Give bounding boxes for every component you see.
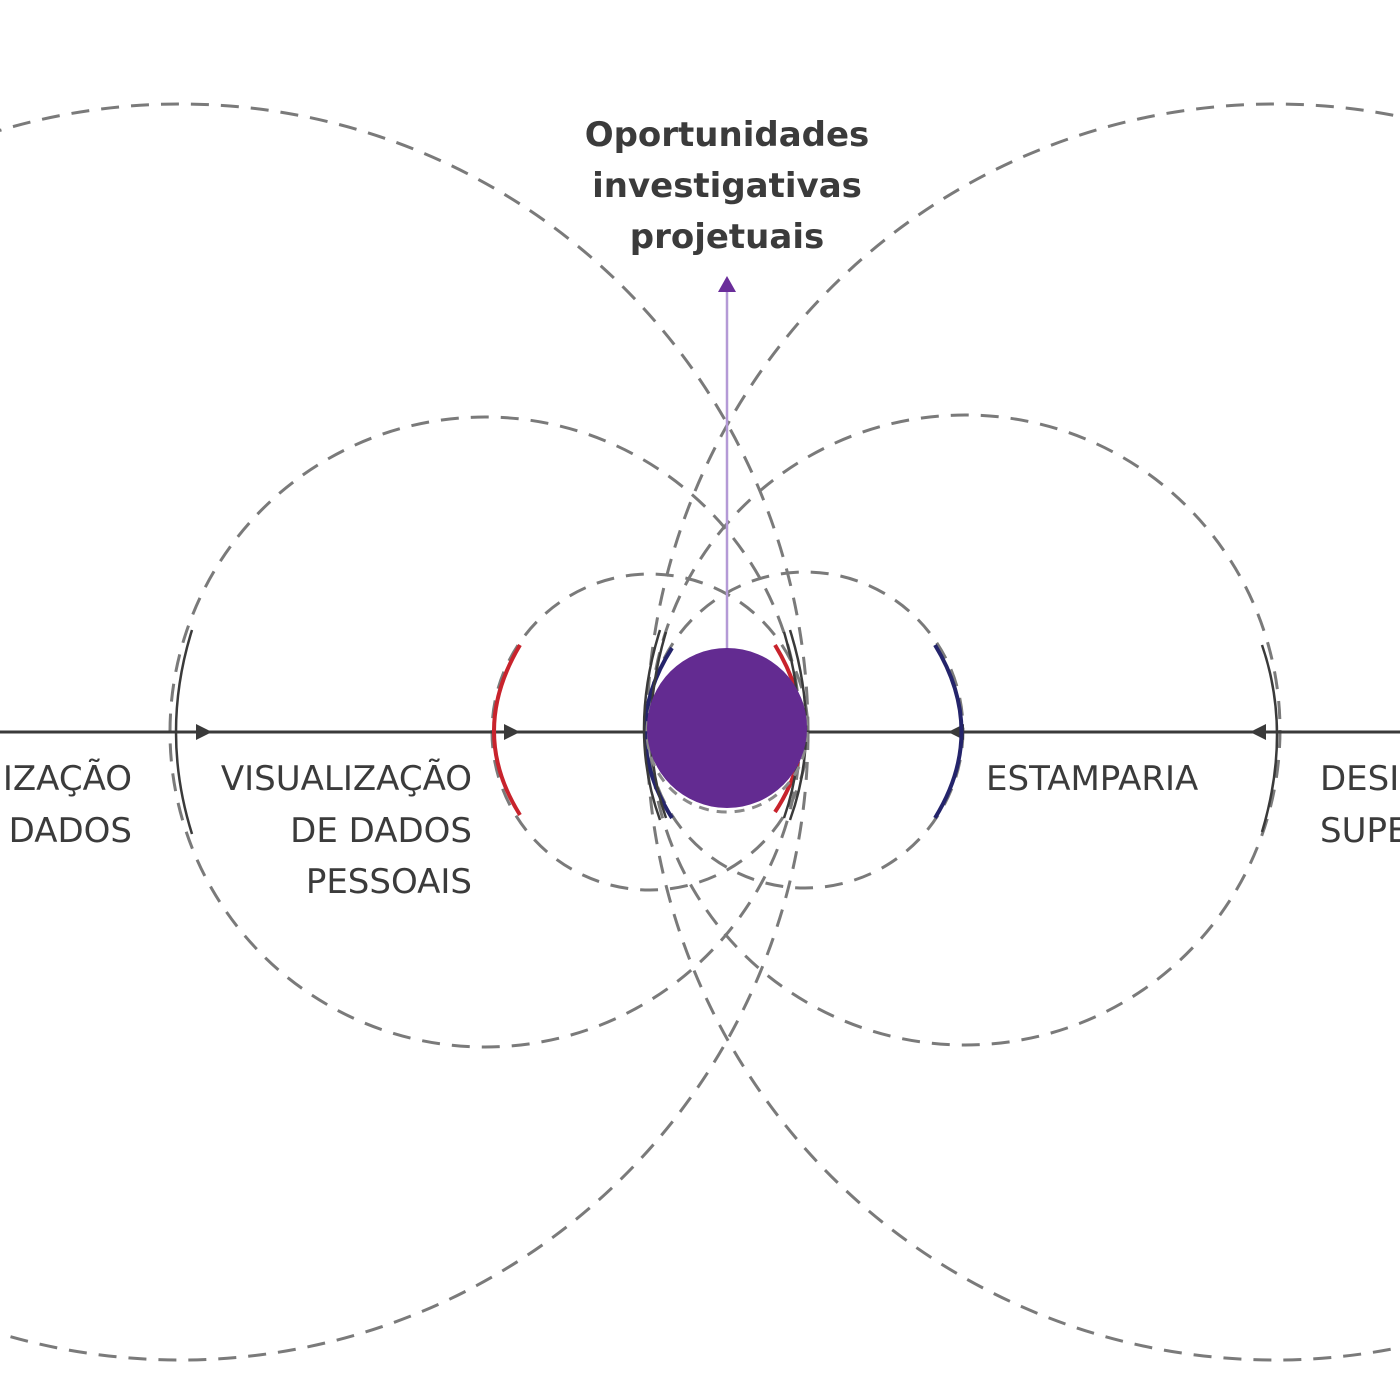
- arrow-head-left-far-right: [1250, 724, 1266, 740]
- arc-navy-right: [933, 643, 964, 820]
- label-near-left-1: VISUALIZAÇÃO: [221, 759, 472, 799]
- core-outline: [645, 650, 809, 814]
- title-line-2: investigativas: [592, 166, 862, 206]
- title-line-3: projetuais: [630, 217, 824, 257]
- label-far-right-1: DESI: [1320, 759, 1399, 799]
- label-near-right-1: ESTAMPARIA: [986, 759, 1198, 799]
- arc-red-left: [492, 643, 522, 817]
- up-arrow-head: [718, 276, 736, 292]
- arrow-head-right-far-left: [196, 724, 212, 740]
- core-circle: [647, 648, 807, 808]
- label-far-left-2: DADOS: [9, 811, 132, 851]
- label-near-left-2: DE DADOS: [290, 811, 472, 851]
- arc-far-left: [174, 629, 194, 835]
- arc-core-left-1: [642, 629, 662, 821]
- title-line-1: Oportunidades: [585, 115, 870, 155]
- label-far-left-1: IZAÇÃO: [3, 759, 132, 799]
- arrow-head-right-near-left: [504, 724, 520, 740]
- label-near-left-3: PESSOAIS: [306, 862, 472, 902]
- label-far-right-2: SUPE: [1320, 811, 1400, 851]
- arc-far-right: [1260, 644, 1279, 833]
- middle-ring-right: [648, 413, 1282, 1047]
